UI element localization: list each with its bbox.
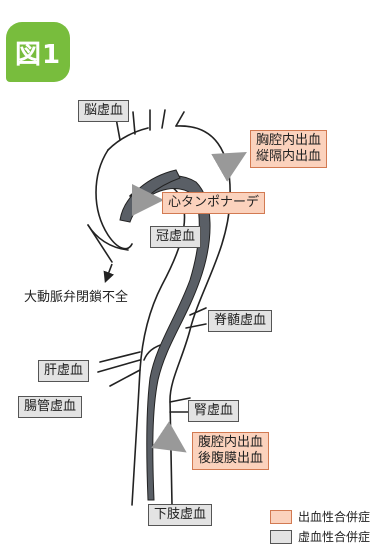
legend-swatch-ischemic [270,529,292,544]
false-lumen [131,175,211,501]
label-liver-ischemia: 肝虚血 [38,360,90,382]
label-coronary-ischemia: 冠虚血 [150,226,202,248]
label-chest-hemorrhage: 胸腔内出血 縦隔内出血 [250,130,328,168]
legend-label-ischemic: 虚血性合併症 [298,530,371,544]
label-brain-ischemia: 脳虚血 [78,100,130,122]
valve-arrow [103,263,115,283]
label-limb-ischemia: 下肢虚血 [148,504,213,526]
label-aortic-valve-insufficiency: 大動脈弁閉鎖不全 [24,290,129,305]
label-renal-ischemia: 腎虚血 [188,400,240,422]
legend-ischemic: 虚血性合併症 [270,528,370,545]
legend-hemorrhagic: 出血性合併症 [270,508,370,525]
arrows [132,152,247,453]
legend-swatch-hemorrhagic [270,509,292,524]
figure-badge: 図1 [6,22,70,82]
label-spinal-ischemia: 脊髄虚血 [208,310,273,332]
label-tamponade: 心タンポナーデ [162,192,266,214]
label-intestinal-ischemia: 腸管虚血 [18,396,83,418]
legend-label-hemorrhagic: 出血性合併症 [298,510,371,524]
label-abdominal-hemorrhage: 腹腔内出血 後腹膜出血 [192,432,270,470]
